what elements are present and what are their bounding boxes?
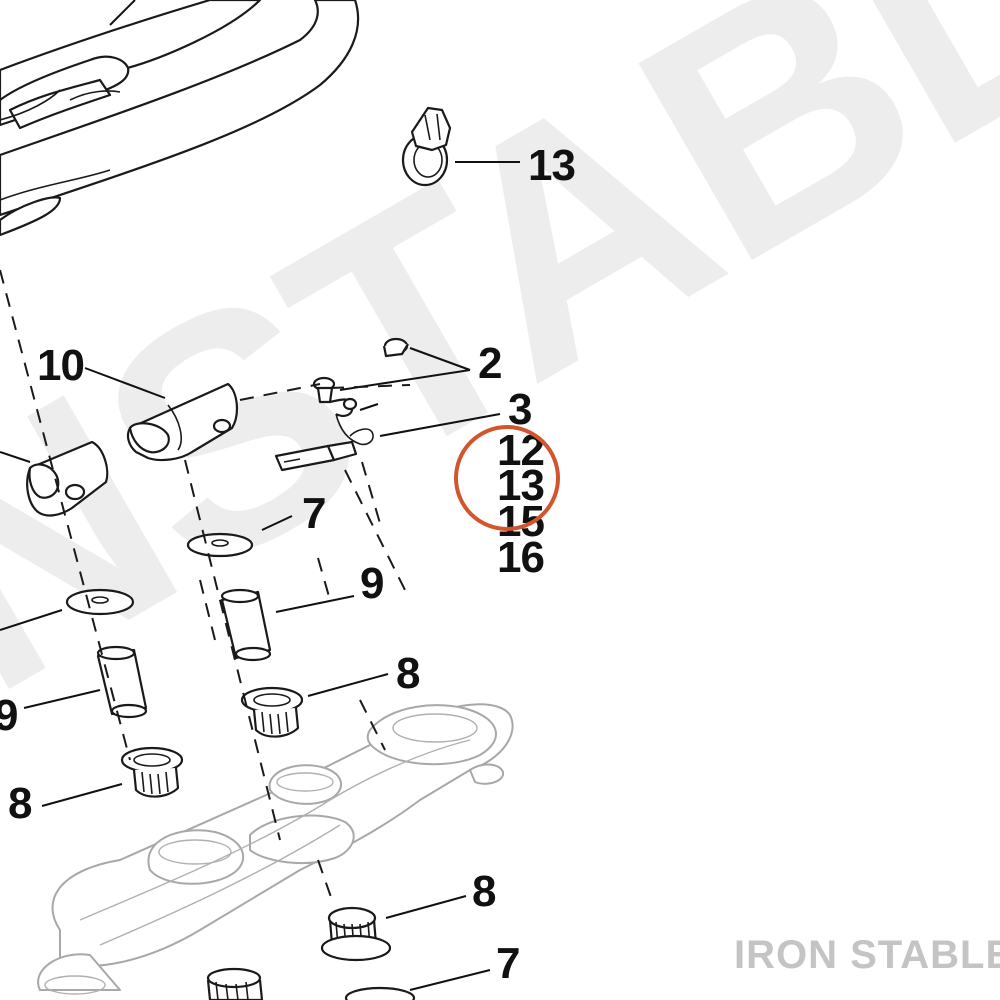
washer-left bbox=[0, 588, 135, 631]
callout-7-upper: 7 bbox=[302, 489, 325, 538]
callout-7-bottom: 7 bbox=[496, 939, 519, 988]
callout-12: 12 bbox=[497, 426, 544, 475]
riser-right bbox=[84, 367, 238, 462]
callout-8-bottom: 8 bbox=[472, 867, 496, 916]
bearing-left bbox=[41, 746, 184, 807]
callout-10: 10 bbox=[37, 341, 84, 390]
callout-16: 16 bbox=[497, 533, 544, 582]
callout-8-right: 8 bbox=[396, 649, 420, 698]
callout-9-left: 9 bbox=[0, 691, 17, 740]
callout-2: 2 bbox=[478, 339, 501, 388]
assembly-axes bbox=[0, 269, 411, 901]
spacer-left bbox=[23, 645, 148, 719]
spacer-right bbox=[220, 588, 355, 662]
callout-13: 13 bbox=[497, 461, 544, 510]
callout-9-right: 9 bbox=[360, 559, 383, 608]
riser-left bbox=[0, 440, 109, 517]
handlebar-outline bbox=[0, 0, 360, 237]
brand-logo-text: IRON STABLE bbox=[734, 933, 1000, 977]
bearing-bottom bbox=[320, 895, 467, 962]
bearing-right bbox=[240, 673, 389, 738]
lower-triple-tree bbox=[37, 703, 514, 995]
callout-15: 15 bbox=[497, 497, 544, 546]
callout-8-left: 8 bbox=[8, 779, 32, 828]
washer-bottom bbox=[344, 969, 491, 1000]
callout-13-top: 13 bbox=[528, 141, 575, 190]
bearing-bottom-left bbox=[206, 967, 264, 1000]
hose-clip bbox=[401, 106, 520, 187]
callout-labels: 13 10 2 3 12 13 15 16 7 9 8 9 8 8 7 bbox=[0, 141, 576, 988]
switch-assembly bbox=[274, 397, 501, 472]
highlight-circle bbox=[454, 425, 560, 531]
